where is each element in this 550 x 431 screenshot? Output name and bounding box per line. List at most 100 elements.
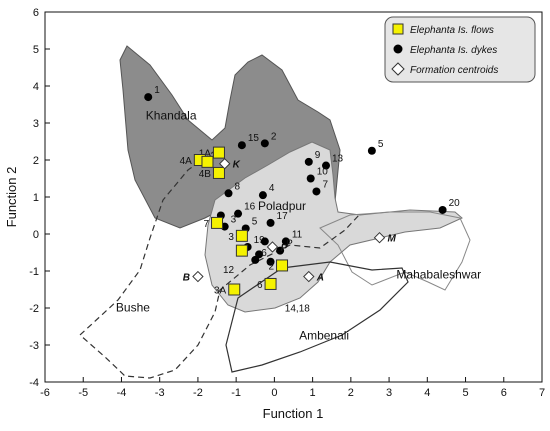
region-label: Poladpur	[258, 199, 306, 213]
dyke-point	[321, 161, 330, 170]
legend-dyke-label: Elephanta Is. dykes	[410, 45, 497, 56]
region-label: Khandala	[146, 108, 197, 122]
centroid-point	[266, 241, 279, 253]
region-label: Ambenali	[299, 328, 349, 342]
flow-point	[276, 259, 289, 272]
x-tick-label: 6	[501, 387, 507, 399]
x-tick-label: -2	[193, 387, 203, 399]
dyke-point-label: 19	[254, 235, 266, 246]
x-tick-label: 2	[348, 387, 354, 399]
dyke-point-label: 5	[378, 139, 384, 150]
y-axis-label: Function 2	[4, 167, 19, 228]
flow-point-label: 2	[268, 261, 274, 272]
dyke-point	[266, 257, 275, 266]
y-tick-label: -2	[29, 303, 39, 315]
y-tick-label: 0	[33, 229, 39, 241]
dyke-point	[260, 139, 269, 148]
centroid-label: A	[316, 273, 324, 284]
x-tick-label: -1	[231, 387, 241, 399]
flow-point	[228, 283, 241, 296]
poladpur-field	[204, 141, 463, 313]
y-tick-label: -1	[29, 266, 39, 278]
x-tick-label: 5	[462, 387, 468, 399]
x-tick-label: -4	[117, 387, 127, 399]
y-tick-label: 6	[33, 7, 39, 19]
dyke-point	[276, 246, 285, 255]
dyke-point	[281, 237, 290, 246]
flow-point-label: 4A	[180, 156, 193, 167]
flow-point-label: 7	[203, 219, 209, 230]
data-points: 11525913107842031651711196P14,18121A4A4B…	[144, 85, 460, 315]
dyke-group-label: 14,18	[285, 304, 310, 315]
bushe-field	[79, 149, 361, 379]
dyke-point-label: 5	[252, 216, 258, 227]
x-tick-label: -3	[155, 387, 165, 399]
centroid-point	[192, 270, 204, 283]
dyke-group-label: 12	[223, 265, 235, 276]
flow-point	[211, 216, 224, 229]
mahabaleshwar-field	[319, 211, 471, 291]
dyke-point	[367, 146, 376, 155]
legend: Elephanta Is. flows Elephanta Is. dykes …	[384, 16, 536, 83]
flow-point-label: 6	[257, 280, 263, 291]
flow-point-label: 4B	[199, 169, 212, 180]
x-axis-label: Function 1	[263, 406, 324, 421]
flow-point	[235, 244, 248, 257]
dyke-point-label: 13	[332, 154, 344, 165]
dyke-point	[237, 141, 246, 150]
x-tick-label: 1	[310, 387, 316, 399]
dyke-point-label: 17	[277, 211, 289, 222]
legend-centroid-marker	[391, 62, 405, 76]
dyke-point	[224, 189, 233, 198]
y-tick-label: 5	[33, 44, 39, 56]
dyke-point-label: 1	[154, 85, 160, 96]
dyke-point	[312, 187, 321, 196]
dyke-point-label: 3	[231, 215, 237, 226]
dyke-point	[306, 174, 315, 183]
dyke-point-label: 20	[449, 198, 461, 209]
x-tick-label: 4	[424, 387, 430, 399]
dyke-point-label: 7	[322, 179, 328, 190]
dyke-point-label: 6	[261, 248, 267, 259]
flow-point	[212, 166, 225, 179]
centroid-label: M	[388, 234, 397, 245]
flow-point	[201, 155, 214, 168]
dyke-point-label: 11	[292, 229, 303, 240]
x-tick-label: -6	[40, 387, 50, 399]
y-tick-label: 4	[33, 81, 39, 93]
x-tick-label: 7	[539, 387, 545, 399]
y-tick-label: -4	[29, 377, 39, 389]
dyke-point-label: 16	[244, 202, 256, 213]
flow-point	[212, 146, 225, 159]
dyke-point-label: 4	[269, 183, 275, 194]
dyke-point-label: 9	[315, 150, 321, 161]
centroid-point	[373, 231, 386, 244]
dyke-point	[438, 205, 447, 214]
centroid-label: K	[233, 160, 241, 171]
dyke-point	[251, 255, 260, 264]
flow-point-label: 3A	[214, 286, 227, 297]
centroid-point	[303, 270, 315, 283]
y-tick-label: -3	[29, 340, 39, 352]
flow-point	[264, 277, 277, 290]
flow-point-label: 3	[228, 232, 234, 243]
y-tick-label: 3	[33, 118, 39, 130]
x-tick-label: -5	[78, 387, 88, 399]
y-tick-label: 1	[33, 192, 39, 204]
centroid-label: P	[280, 243, 287, 254]
legend-dyke-marker	[393, 44, 403, 54]
region-label: Mahabaleshwar	[396, 267, 481, 281]
region-label: Bushe	[116, 301, 150, 315]
legend-flow-marker	[392, 23, 404, 35]
legend-centroid-label: Formation centroids	[410, 65, 498, 76]
dyke-point-label: 2	[271, 131, 277, 142]
dyke-point-label: 10	[317, 167, 329, 178]
dyke-point-label: P	[286, 239, 293, 250]
dyke-point	[260, 237, 269, 246]
dyke-point	[258, 191, 267, 200]
dyke-point	[266, 218, 275, 227]
